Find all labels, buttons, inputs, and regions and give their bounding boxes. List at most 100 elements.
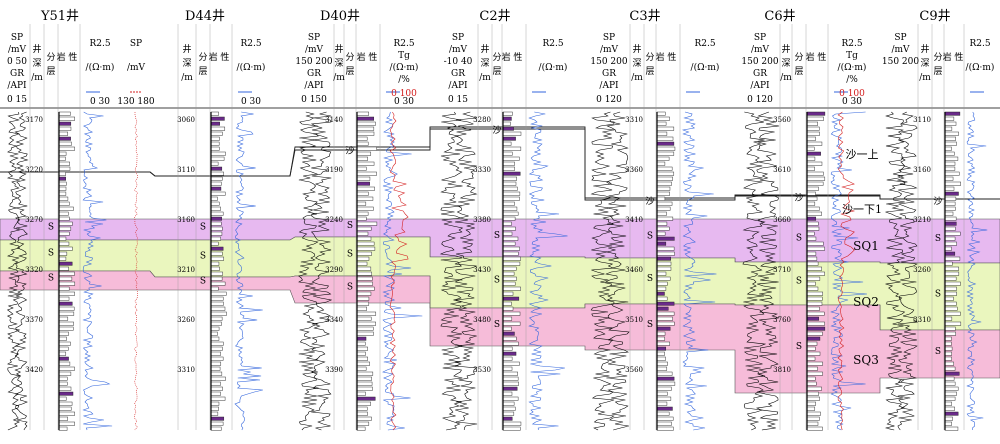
lith-bed xyxy=(806,366,818,371)
depth-header: 井 xyxy=(632,43,641,55)
lith-bed xyxy=(502,141,512,146)
lith-bed xyxy=(502,331,515,336)
lith-bed xyxy=(502,126,514,131)
lith-bed xyxy=(944,346,953,351)
lith-bed xyxy=(356,336,367,341)
depth-tick: 3160 xyxy=(913,166,931,174)
lith-bed xyxy=(502,211,519,216)
lith-bed xyxy=(356,291,372,296)
lith-bed xyxy=(944,211,954,216)
lith-bed xyxy=(806,416,820,421)
lith-bed xyxy=(356,231,369,236)
depth-tick: 3260 xyxy=(913,266,931,274)
lith-bed xyxy=(58,281,76,286)
depth-tick: 3160 xyxy=(177,216,195,224)
layer-mark-sq1: S xyxy=(48,223,54,233)
lith-header: 岩 性 xyxy=(502,51,523,63)
lith-bed xyxy=(656,186,671,191)
lith-bed xyxy=(656,156,670,161)
lith-bed xyxy=(806,181,824,186)
lith-bed xyxy=(944,146,952,151)
lith-bed xyxy=(806,266,822,271)
depth-header: 深 xyxy=(32,58,41,69)
lith-bed xyxy=(210,196,218,201)
lith-bed xyxy=(656,356,666,361)
r-label: R2.5 xyxy=(89,39,110,49)
lith-bed xyxy=(356,181,370,186)
lith-bed xyxy=(806,201,816,206)
lith-bed xyxy=(356,186,375,191)
lith-bed xyxy=(806,186,819,191)
lith-bed xyxy=(356,156,368,161)
depth-tick: 3210 xyxy=(913,216,931,224)
lith-bed xyxy=(210,296,224,301)
lith-bed xyxy=(356,316,372,321)
lith-bed xyxy=(656,386,672,391)
lith-bed xyxy=(502,291,514,296)
lith-bed xyxy=(502,151,513,156)
lith-bed xyxy=(502,376,519,381)
lith-bed xyxy=(58,271,75,276)
lith-bed xyxy=(210,391,221,396)
lith-bed xyxy=(210,201,220,206)
lith-bed xyxy=(210,406,219,411)
lith-bed xyxy=(58,351,67,356)
lith-bed xyxy=(502,401,515,406)
gr-curve xyxy=(755,111,780,431)
lith-bed xyxy=(502,426,521,431)
lith-bed xyxy=(502,121,511,126)
lith-bed xyxy=(58,276,73,281)
lith-bed xyxy=(502,346,513,351)
lith-bed xyxy=(210,316,223,321)
lith-bed xyxy=(210,141,220,146)
lith-bed xyxy=(58,366,75,371)
sp-unit: /mV xyxy=(8,45,27,55)
sp-curve xyxy=(885,111,906,431)
lith-bed xyxy=(356,311,377,316)
sp-range: 150 200 xyxy=(590,57,627,67)
lith-bed xyxy=(58,241,70,246)
layer-header: 分 xyxy=(345,52,354,63)
sp-label: SP xyxy=(308,33,320,43)
lith-bed xyxy=(356,356,368,361)
t-unit: /% xyxy=(846,75,858,85)
lith-header: 岩 性 xyxy=(806,51,827,63)
depth-tick: 3410 xyxy=(625,216,643,224)
lith-bed xyxy=(58,296,70,301)
lith-bed xyxy=(944,236,956,241)
lith-bed xyxy=(656,296,668,301)
lith-bed xyxy=(656,346,667,351)
lith-bed xyxy=(210,206,221,211)
lith-bed xyxy=(356,216,367,221)
lith-bed xyxy=(502,186,518,191)
lith-bed xyxy=(656,201,673,206)
t-unit: /% xyxy=(398,75,410,85)
lith-bed xyxy=(356,201,367,206)
lith-bed xyxy=(502,136,516,141)
lith-bed xyxy=(806,151,821,156)
lith-bed xyxy=(210,181,222,186)
lith-bed xyxy=(210,146,220,151)
lith-bed xyxy=(806,156,816,161)
lith-bed xyxy=(210,171,224,176)
lith-bed xyxy=(58,311,75,316)
lith-bed xyxy=(944,286,957,291)
lith-bed xyxy=(944,361,954,366)
lith-bed xyxy=(806,256,818,261)
lith-bed xyxy=(806,381,817,386)
lith-bed xyxy=(502,281,516,286)
lith-bed xyxy=(58,146,75,151)
r-range: 0 30 xyxy=(842,97,862,107)
depth-tick: 3330 xyxy=(473,166,491,174)
depth-header: 井 xyxy=(334,43,343,55)
lith-bed xyxy=(944,331,956,336)
lith-bed xyxy=(356,221,378,226)
lith-bed xyxy=(806,396,820,401)
lith-bed xyxy=(806,276,821,281)
lith-bed xyxy=(806,351,821,356)
lith-bed xyxy=(944,276,957,281)
lith-bed xyxy=(58,251,68,256)
gr-unit: /API xyxy=(599,81,619,91)
lith-bed xyxy=(58,226,72,231)
